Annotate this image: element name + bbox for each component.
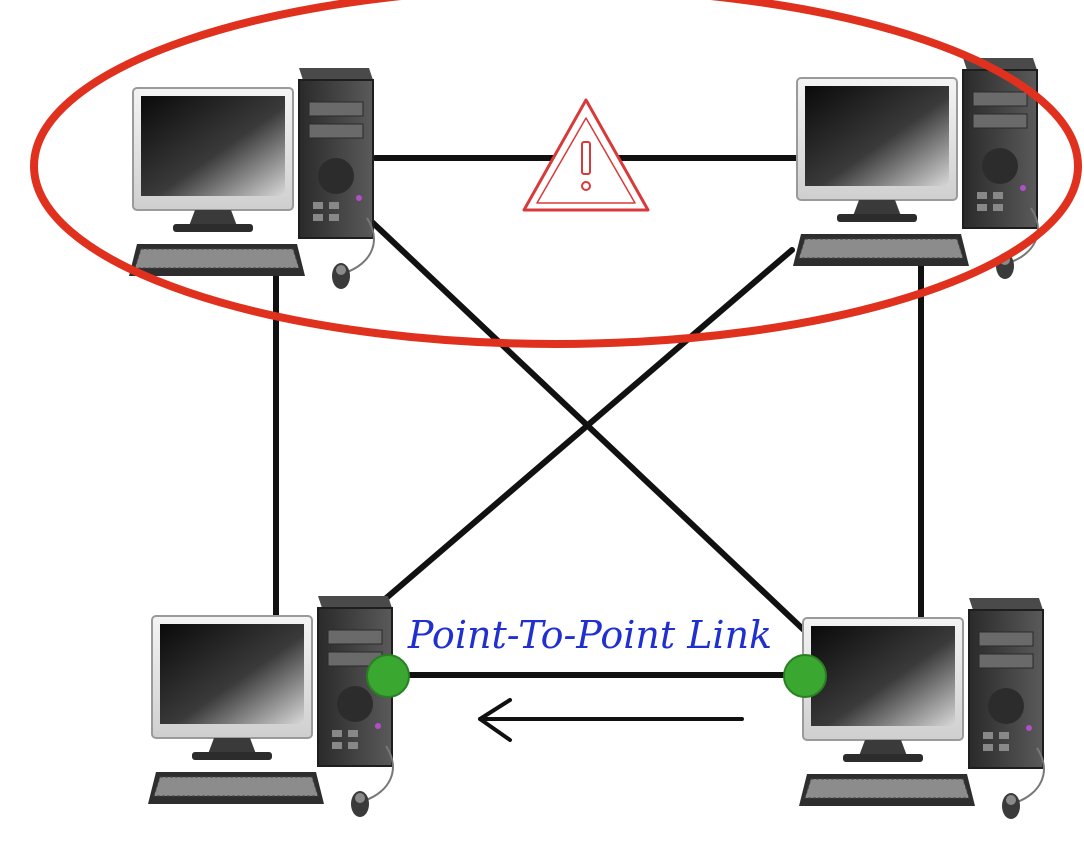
links (273, 155, 924, 678)
link-top-right-bottom-left (367, 247, 795, 615)
endpoint-dot-icon (366, 654, 410, 698)
arrow-left-icon (478, 698, 744, 742)
point-to-point-label: Point-To-Point Link (407, 613, 772, 657)
endpoint-dot-icon (783, 654, 827, 698)
warning-triangle-icon (522, 98, 650, 212)
highlight-ring (30, 0, 1082, 348)
